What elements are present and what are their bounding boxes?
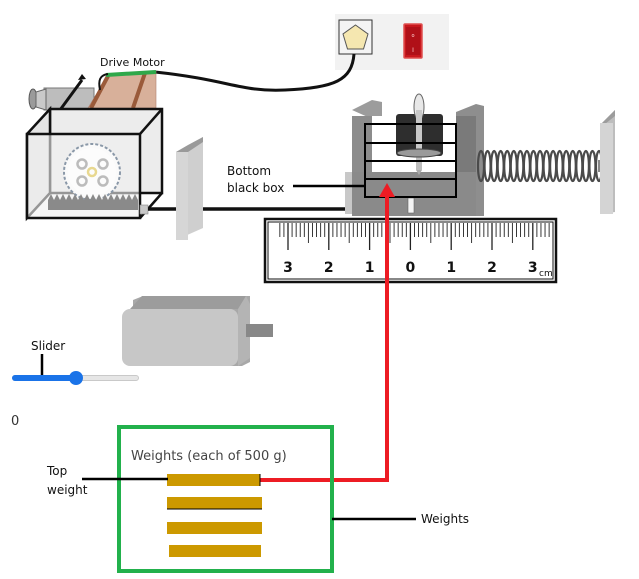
spring-coil: [490, 149, 499, 183]
top-weight-label-line1: Top: [46, 464, 67, 478]
ruler-tick-label: 0: [406, 260, 416, 276]
spring-coil: [503, 149, 512, 183]
ruler-tick-label: 1: [365, 260, 375, 276]
ruler-tick-label: 2: [324, 260, 334, 276]
spring-coil: [588, 149, 597, 183]
slider-label: Slider: [31, 339, 65, 353]
weights-box-title: Weights (each of 500 g): [131, 449, 287, 464]
ruler-tick-label: 2: [487, 260, 497, 276]
spring: [476, 149, 604, 183]
switch-off-symbol: I: [412, 47, 414, 54]
stopper-block: [176, 137, 203, 240]
ruler-tick-label: 1: [446, 260, 456, 276]
spring-coil: [516, 149, 525, 183]
spring-coil: [496, 149, 505, 183]
top-weight-label-line2: weight: [47, 483, 88, 497]
spring-coil: [529, 149, 538, 183]
weight-2[interactable]: [167, 497, 262, 509]
spring-coil: [509, 149, 518, 183]
spring-coil: [483, 149, 492, 183]
spring-coil: [562, 149, 571, 183]
ruler-unit: cm: [539, 269, 553, 279]
ruler-tick-label: 3: [283, 260, 293, 276]
end-block: [600, 110, 615, 214]
spring-coil: [575, 149, 584, 183]
slider[interactable]: [12, 370, 140, 386]
slider-fill: [12, 375, 76, 381]
spring-coil: [542, 149, 551, 183]
weight-3[interactable]: [167, 522, 262, 534]
spring-coil: [522, 149, 531, 183]
outlet-pentagon-icon: [342, 24, 369, 50]
ruler-tick-label: 3: [528, 260, 538, 276]
slider-thumb[interactable]: [69, 371, 83, 385]
red-arrow-line: [258, 196, 389, 482]
bottom-black-box: [364, 178, 457, 198]
weights-label: Weights: [421, 512, 469, 526]
red-arrow-head-icon: [379, 183, 395, 197]
black-boxes-stack: [364, 123, 457, 198]
bottom-black-box-label-line2: black box: [227, 181, 284, 195]
spring-coil: [581, 149, 590, 183]
bottom-black-box-label-line1: Bottom: [227, 164, 271, 178]
spring-coil: [568, 149, 577, 183]
slider-readout: 0: [11, 414, 20, 429]
spring-coil: [555, 149, 564, 183]
power-switch[interactable]: o I: [403, 23, 423, 59]
drive-motor[interactable]: [28, 70, 157, 111]
spring-coil: [549, 149, 558, 183]
secondary-motor: [122, 296, 273, 366]
gear-icon: [63, 143, 121, 201]
ruler: 3 2 1 0 1 2 3: [263, 217, 558, 284]
top-weight[interactable]: [167, 474, 260, 486]
weights-stack: [167, 474, 262, 557]
power-outlet[interactable]: [338, 19, 373, 55]
switch-on-symbol: o: [411, 33, 414, 39]
power-cable: [154, 53, 356, 92]
weight-4[interactable]: [169, 545, 261, 557]
weights-frame: [117, 425, 334, 573]
gear-box: [25, 105, 164, 222]
spring-coil: [535, 149, 545, 183]
gear-rack: [48, 194, 138, 210]
drive-motor-label: Drive Motor: [100, 56, 165, 69]
power-panel: o I: [335, 14, 449, 70]
